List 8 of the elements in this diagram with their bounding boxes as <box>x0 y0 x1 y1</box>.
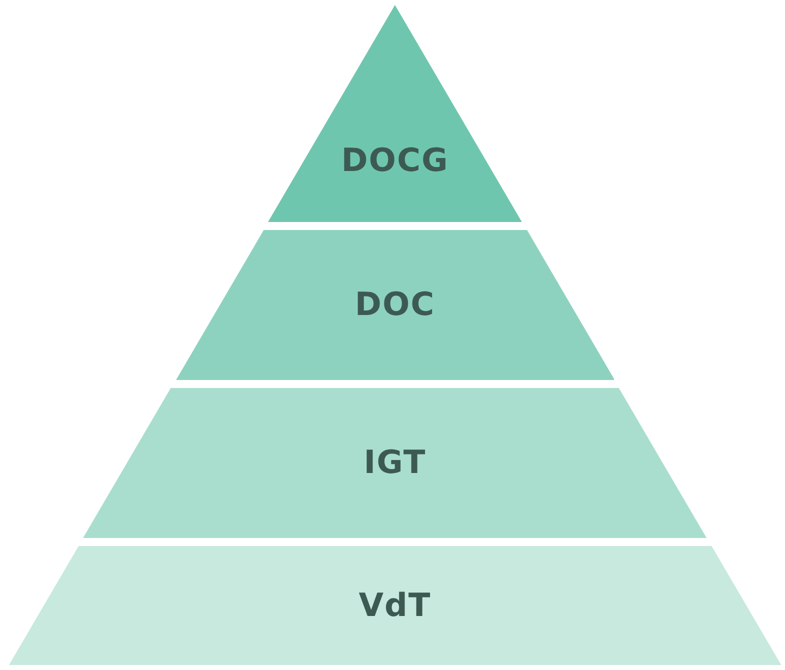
pyramid-tier <box>176 230 614 380</box>
tier-label: VdT <box>358 586 432 624</box>
tier-label: DOC <box>354 285 436 323</box>
pyramid-tier <box>8 546 782 665</box>
tier-label: DOCG <box>340 141 450 180</box>
pyramid-apex <box>268 5 522 222</box>
tier-label: IGT <box>362 443 428 481</box>
pyramid-tier <box>83 388 707 538</box>
